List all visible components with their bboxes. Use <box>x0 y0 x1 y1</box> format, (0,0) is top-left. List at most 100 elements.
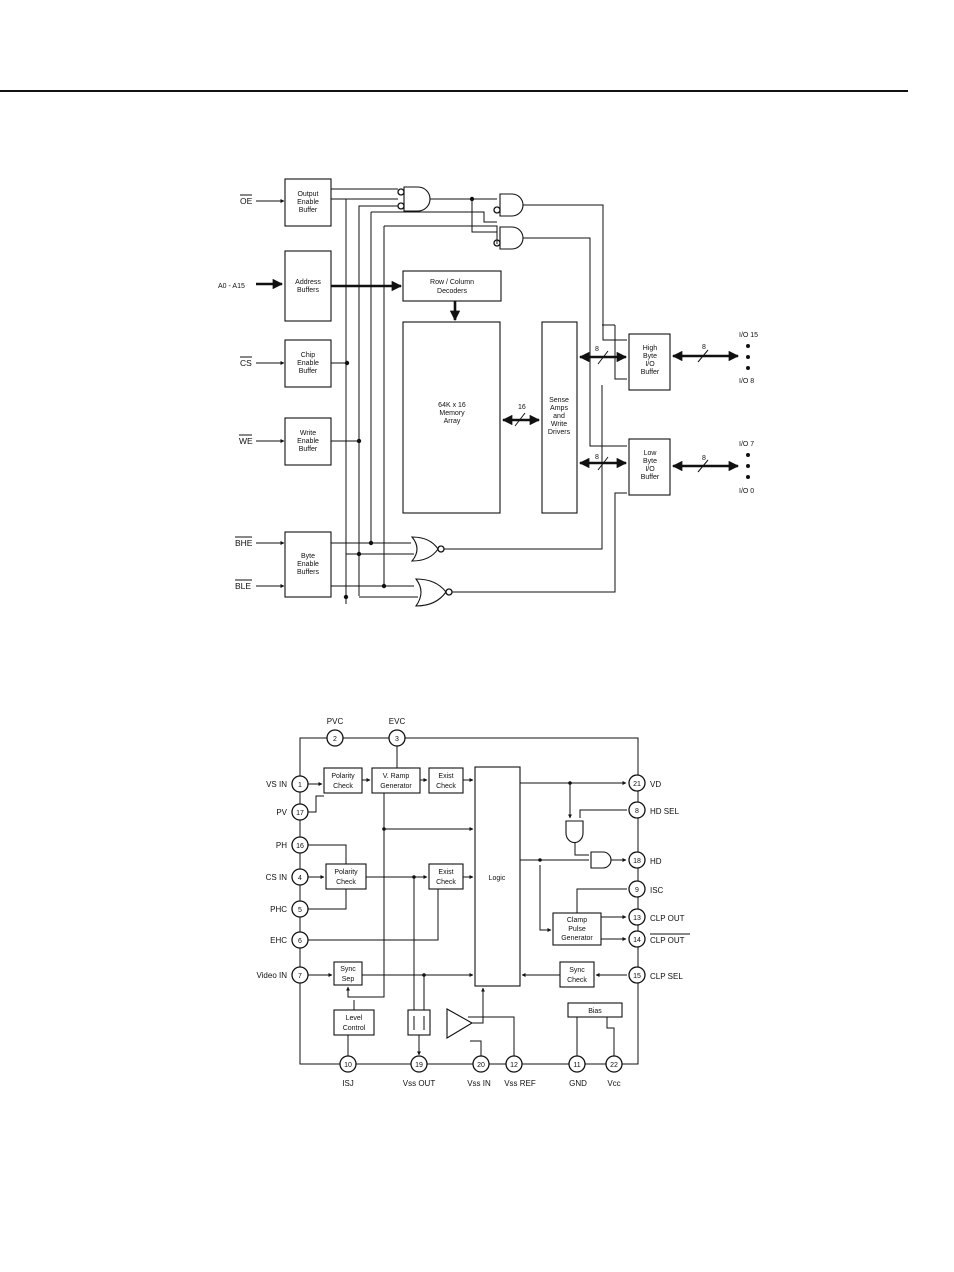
output-io8: I/O 8 <box>739 378 754 385</box>
svg-text:Buffer: Buffer <box>299 368 318 375</box>
nor-gate-bhe <box>410 536 439 562</box>
svg-text:PHC: PHC <box>270 905 287 914</box>
svg-text:EHC: EHC <box>270 936 287 945</box>
svg-text:Low: Low <box>644 450 658 457</box>
pin-18 <box>628 851 646 869</box>
svg-text:15: 15 <box>633 973 641 980</box>
input-addr: A0 - A15 <box>218 283 245 290</box>
pin-2 <box>326 729 344 747</box>
pin-8 <box>628 801 646 819</box>
svg-text:Array: Array <box>444 418 461 425</box>
svg-text:64K x 16: 64K x 16 <box>438 402 466 409</box>
pin-22 <box>605 1055 623 1073</box>
pin-21 <box>628 774 646 792</box>
svg-text:VS IN: VS IN <box>266 780 287 789</box>
svg-text:Sep: Sep <box>342 976 355 983</box>
svg-text:Enable: Enable <box>297 561 319 568</box>
pin-20 <box>472 1055 490 1073</box>
svg-text:Level: Level <box>346 1015 363 1022</box>
svg-text:CLP OUT: CLP OUT <box>650 914 685 923</box>
svg-text:9: 9 <box>635 887 639 894</box>
svg-text:Vss REF: Vss REF <box>504 1079 536 1088</box>
svg-text:Buffers: Buffers <box>297 569 320 576</box>
svg-text:Memory: Memory <box>439 410 465 417</box>
svg-text:3: 3 <box>395 736 399 743</box>
pin-10 <box>339 1055 357 1073</box>
svg-text:Vss OUT: Vss OUT <box>403 1079 436 1088</box>
svg-text:CLP SEL: CLP SEL <box>650 972 683 981</box>
svg-text:5: 5 <box>298 907 302 914</box>
svg-text:ISJ: ISJ <box>342 1079 354 1088</box>
svg-text:HD SEL: HD SEL <box>650 807 679 816</box>
bus-width-8d: 8 <box>702 455 706 462</box>
svg-text:16: 16 <box>296 843 304 850</box>
svg-text:Write: Write <box>551 421 567 428</box>
svg-text:18: 18 <box>633 858 641 865</box>
byte-enable-buffers <box>284 531 332 598</box>
svg-text:Logic: Logic <box>489 875 506 882</box>
pin-14 <box>628 930 646 948</box>
svg-text:Check: Check <box>567 977 587 984</box>
svg-text:19: 19 <box>415 1062 423 1069</box>
svg-text:Write: Write <box>300 430 316 437</box>
address-buffers <box>284 250 332 322</box>
input-ble: BLE <box>235 581 251 591</box>
svg-text:Byte: Byte <box>643 458 657 465</box>
svg-text:7: 7 <box>298 973 302 980</box>
chip-enable-buffer <box>284 339 332 388</box>
pin-19 <box>410 1055 428 1073</box>
svg-text:GND: GND <box>569 1079 587 1088</box>
output-switch <box>407 1009 431 1036</box>
and-gate-3 <box>499 226 524 250</box>
svg-text:Enable: Enable <box>297 360 319 367</box>
pin-17 <box>291 803 309 821</box>
svg-text:V. Ramp: V. Ramp <box>383 773 410 780</box>
output-io15: I/O 15 <box>739 332 758 339</box>
svg-text:Address: Address <box>295 279 321 286</box>
svg-text:Enable: Enable <box>297 199 319 206</box>
svg-text:PVC: PVC <box>327 717 344 726</box>
sense-amps-write-drivers <box>541 321 578 514</box>
svg-text:EVC: EVC <box>389 717 406 726</box>
svg-text:Buffer: Buffer <box>641 369 660 376</box>
svg-text:Vss IN: Vss IN <box>467 1079 491 1088</box>
svg-text:Chip: Chip <box>301 352 316 359</box>
svg-text:I/O: I/O <box>645 361 655 368</box>
svg-text:Polarity: Polarity <box>334 869 358 876</box>
svg-text:20: 20 <box>477 1062 485 1069</box>
nor-gate-ble <box>414 578 447 607</box>
svg-text:Polarity: Polarity <box>331 773 355 780</box>
svg-text:Buffer: Buffer <box>299 446 318 453</box>
svg-text:12: 12 <box>510 1062 518 1069</box>
bus-width-8a: 8 <box>595 346 599 353</box>
output-enable-buffer <box>284 178 332 227</box>
and-gate-2 <box>499 193 524 217</box>
svg-text:Video IN: Video IN <box>256 971 287 980</box>
pin-6 <box>291 931 309 949</box>
svg-text:Byte: Byte <box>301 553 315 560</box>
output-io0: I/O 0 <box>739 488 754 495</box>
svg-text:VD: VD <box>650 780 661 789</box>
svg-text:High: High <box>643 345 658 352</box>
row-column-decoders <box>402 270 502 302</box>
pin-12 <box>505 1055 523 1073</box>
svg-text:Output: Output <box>297 191 318 198</box>
sync-check <box>559 961 595 988</box>
svg-text:Row / Column: Row / Column <box>430 279 474 286</box>
svg-text:and: and <box>553 413 565 420</box>
output-io7: I/O 7 <box>739 441 754 448</box>
bus-width-8b: 8 <box>595 454 599 461</box>
clamp-pulse-generator <box>552 912 602 946</box>
input-bhe: BHE <box>235 538 253 548</box>
svg-text:Buffers: Buffers <box>297 287 320 294</box>
and-gate-hd-2 <box>590 851 612 869</box>
exist-check-1 <box>428 767 464 794</box>
polarity-check-1 <box>323 767 363 794</box>
pin-15 <box>628 966 646 984</box>
v-ramp-generator <box>371 767 421 794</box>
svg-text:Clamp: Clamp <box>567 917 587 924</box>
svg-text:Buffer: Buffer <box>299 207 318 214</box>
bus-width-16: 16 <box>518 404 526 411</box>
svg-text:2: 2 <box>333 736 337 743</box>
input-oe: OE <box>240 196 253 206</box>
